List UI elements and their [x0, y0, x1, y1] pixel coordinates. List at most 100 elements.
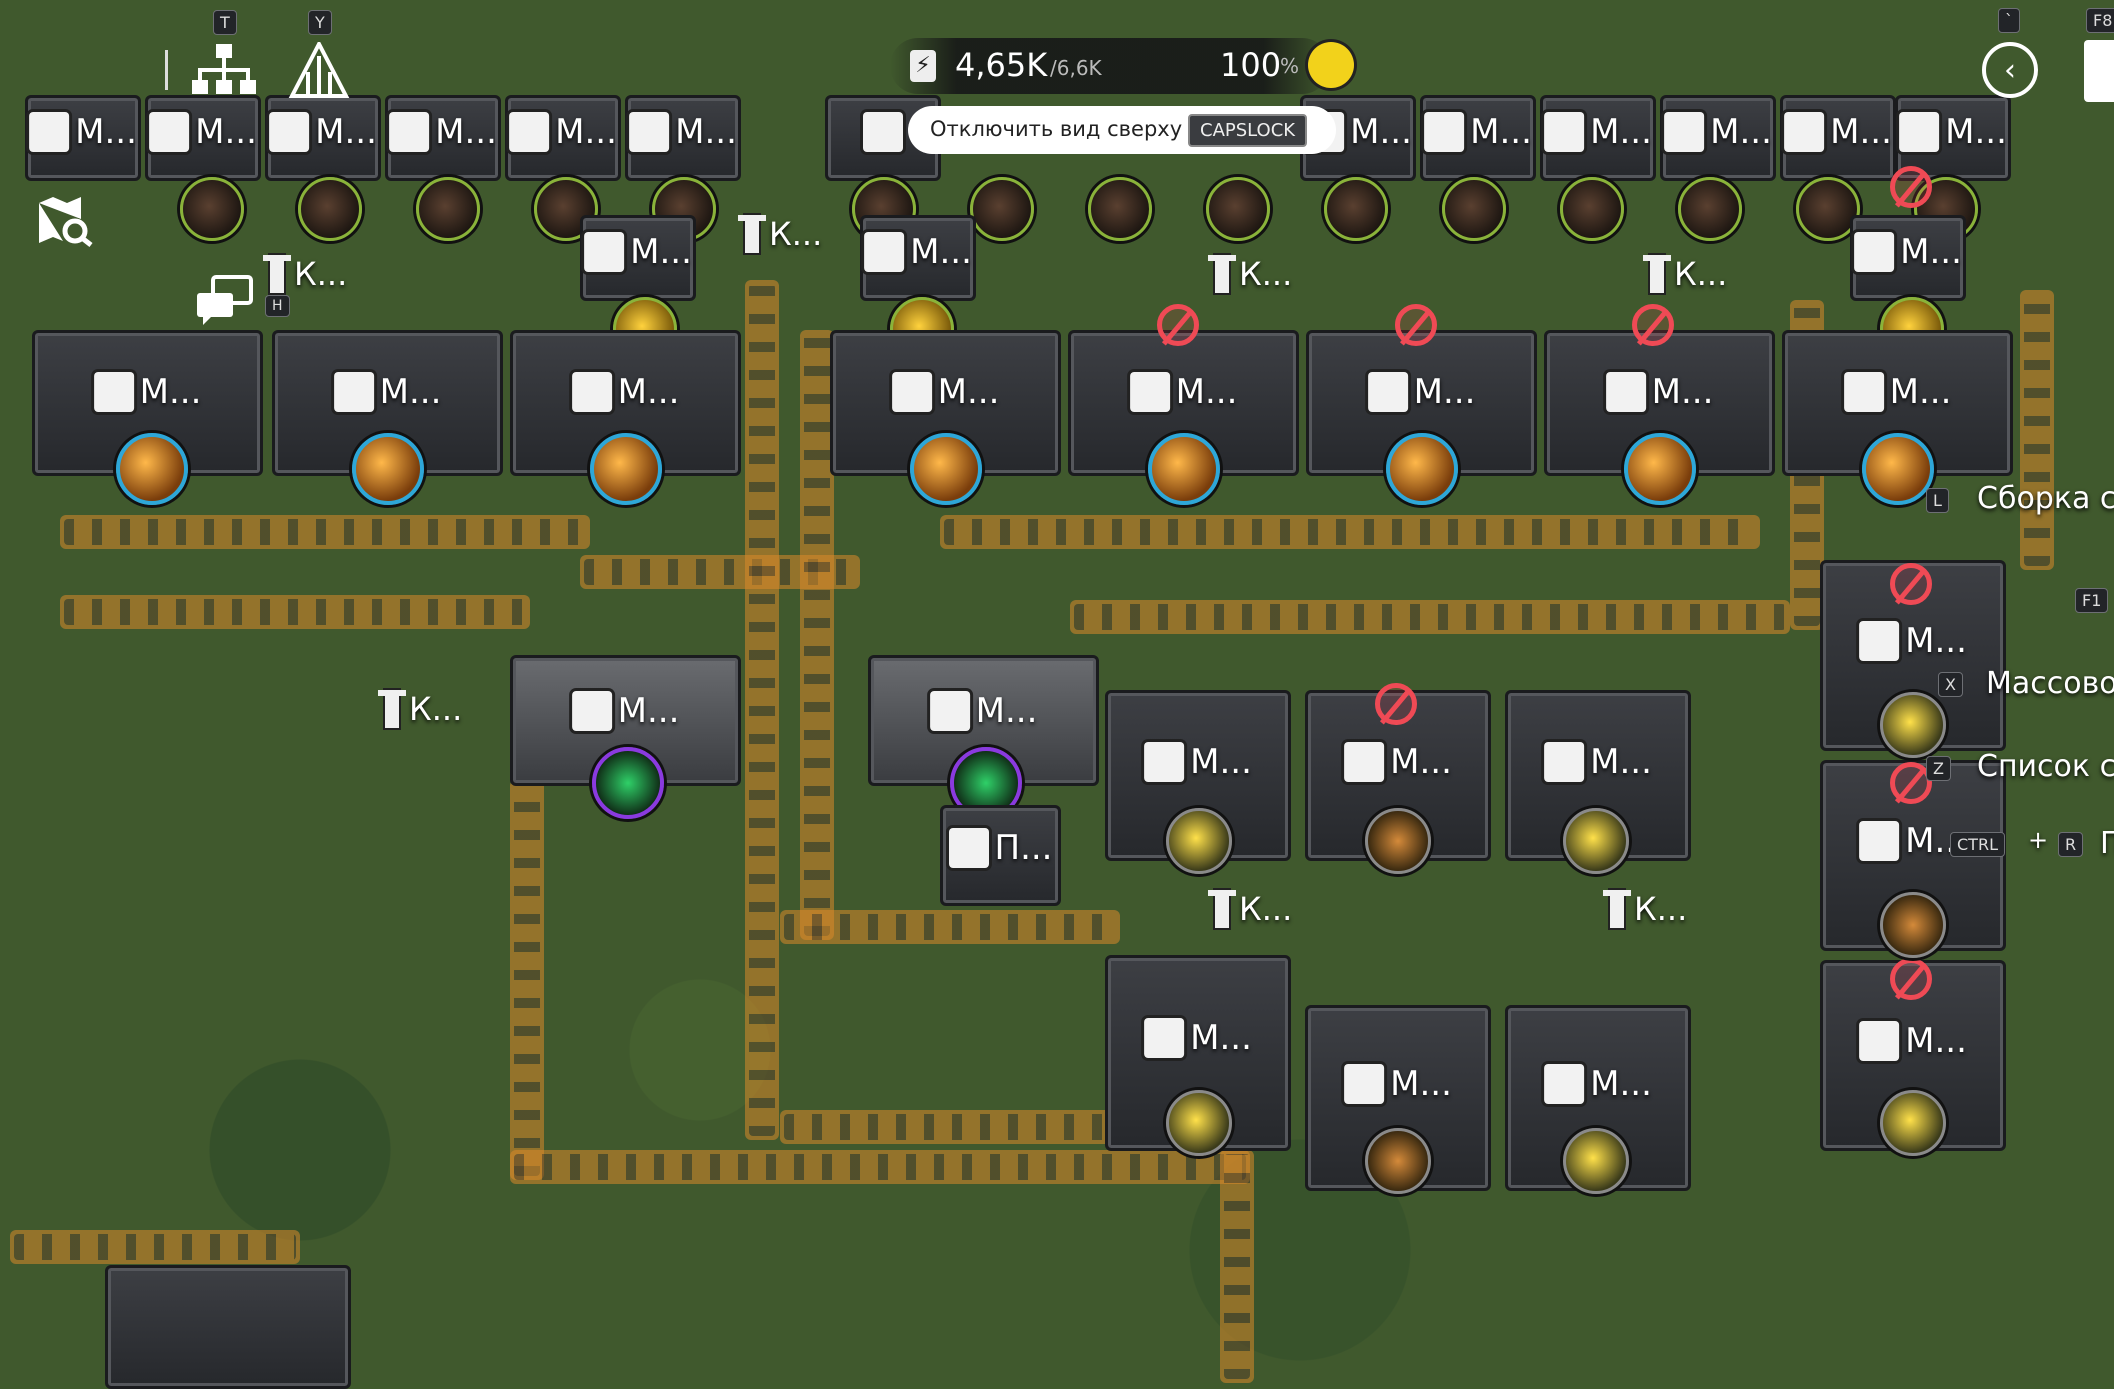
farm-icon [1859, 1020, 1900, 1061]
power-pole[interactable]: К... [378, 690, 462, 728]
smelter-machine[interactable]: М... [1544, 330, 1775, 476]
conveyor-belt[interactable] [10, 1230, 300, 1264]
ingot-resource-icon [352, 433, 424, 505]
blueprint-icon[interactable] [288, 39, 350, 100]
extractor-machine[interactable]: М... [385, 95, 501, 181]
machine-label: М... [149, 111, 257, 152]
power-pole[interactable]: К... [738, 215, 822, 253]
extractor-machine[interactable]: М... [145, 95, 261, 181]
power-pole[interactable]: К... [1208, 890, 1292, 928]
extractor-icon [509, 111, 550, 152]
farm-icon [1344, 742, 1385, 783]
ingot-resource-icon [910, 433, 982, 505]
power-value: 4,65K [955, 46, 1048, 84]
machine-name: М... [1830, 111, 1892, 152]
extractor-machine[interactable]: М... [505, 95, 621, 181]
power-pole[interactable]: К... [1643, 255, 1728, 293]
extractor-machine[interactable]: М... [580, 215, 696, 301]
power-badge-icon[interactable] [1308, 42, 1354, 88]
conveyor-belt[interactable] [60, 515, 590, 549]
extractor-machine[interactable]: М... [1660, 95, 1776, 181]
mass-action-label[interactable]: Массовое [1986, 666, 2114, 701]
ore-resource-icon [1206, 177, 1270, 241]
machine-label: М... [1144, 742, 1252, 783]
machine-name: М... [675, 111, 737, 152]
plant-resource-icon [1166, 808, 1232, 874]
machine-name: М... [1413, 371, 1476, 412]
machine-name: М... [1390, 742, 1452, 783]
conveyor-belt[interactable] [780, 1110, 1120, 1144]
tech-tree-icon[interactable] [190, 42, 258, 100]
smelter-machine[interactable]: М... [1782, 330, 2013, 476]
conveyor-belt[interactable] [1220, 1150, 1254, 1383]
farm-icon [1544, 742, 1585, 783]
ore-resource-icon [180, 177, 244, 241]
hotkey-h: H [265, 295, 290, 317]
extractor-icon [864, 231, 905, 272]
extractor-machine[interactable]: М... [1540, 95, 1656, 181]
machine-label: М... [1784, 111, 1892, 152]
smelter-machine[interactable]: М... [1306, 330, 1537, 476]
machine-label: М... [929, 690, 1038, 731]
list-label[interactable]: Список со [1977, 749, 2114, 784]
hotkey-ctrl: CTRL [1950, 832, 2005, 857]
conveyor-belt[interactable] [2020, 290, 2054, 570]
extractor-icon [1424, 111, 1465, 152]
conveyor-belt[interactable] [940, 515, 1760, 549]
hotkey-backtick: ` [1998, 8, 2020, 33]
extractor-machine[interactable]: М... [625, 95, 741, 181]
ingot-resource-icon [1624, 433, 1696, 505]
extractor-icon [1544, 111, 1585, 152]
topview-toggle[interactable]: Отключить вид сверху CAPSLOCK [908, 106, 1336, 154]
extractor-machine[interactable]: М... [25, 95, 141, 181]
conveyor-belt[interactable] [800, 330, 834, 940]
extractor-machine[interactable]: М... [1780, 95, 1896, 181]
smelter-icon [891, 371, 932, 412]
extractor-machine[interactable]: М... [265, 95, 381, 181]
power-pole-icon [378, 690, 406, 728]
pole-label: К... [1674, 255, 1728, 293]
power-pole[interactable]: К... [1603, 890, 1687, 928]
extractor-icon [1854, 231, 1895, 272]
machine-label: М... [1859, 1020, 1967, 1061]
extractor-icon [149, 111, 190, 152]
storage-machine[interactable]: П... [940, 805, 1061, 906]
conveyor-belt[interactable] [510, 780, 544, 1180]
building-structure[interactable] [105, 1265, 351, 1389]
machine-name: М... [630, 231, 692, 272]
smelter-icon [93, 371, 134, 412]
farm-machine[interactable]: М... [1505, 690, 1691, 861]
power-pole[interactable]: К... [263, 255, 347, 293]
conveyor-belt[interactable] [60, 595, 530, 629]
assembly-scheme-label[interactable]: Сборка сх [1977, 481, 2114, 516]
back-button-icon[interactable]: ‹ [1982, 42, 2038, 98]
notebook-icon[interactable] [2084, 40, 2114, 102]
machine-name: М... [1350, 111, 1412, 152]
extractor-machine[interactable]: М... [1420, 95, 1536, 181]
forbidden-icon [1395, 304, 1437, 346]
machine-name: М... [1590, 1063, 1652, 1104]
extractor-machine[interactable]: М... [1850, 215, 1966, 301]
map-search-icon[interactable] [35, 195, 95, 247]
chat-icon[interactable] [195, 275, 255, 327]
power-pole[interactable]: К... [1208, 255, 1292, 293]
conveyor-belt[interactable] [1070, 600, 1790, 634]
machine-name: М... [975, 690, 1038, 731]
farm-icon [1144, 1017, 1185, 1058]
plant-resource-icon [1880, 892, 1946, 958]
farm-icon [1859, 820, 1900, 861]
forbidden-icon [1890, 762, 1932, 804]
ingot-resource-icon [1386, 433, 1458, 505]
extractor-machine[interactable]: М... [860, 215, 976, 301]
machine-name: М... [435, 111, 497, 152]
conveyor-belt[interactable] [510, 1150, 1250, 1184]
power-panel[interactable]: ⚡ 4,65K /6,6K 100 % [890, 38, 1330, 94]
forbidden-icon [1890, 563, 1932, 605]
power-capacity: /6,6K [1050, 56, 1102, 80]
conveyor-belt[interactable] [745, 280, 779, 1140]
machine-name: М... [617, 690, 680, 731]
ingot-resource-icon [1148, 433, 1220, 505]
rotate-label[interactable]: П [2100, 826, 2114, 861]
farm-machine[interactable]: М... [1105, 955, 1291, 1151]
conveyor-belt[interactable] [780, 910, 1120, 944]
